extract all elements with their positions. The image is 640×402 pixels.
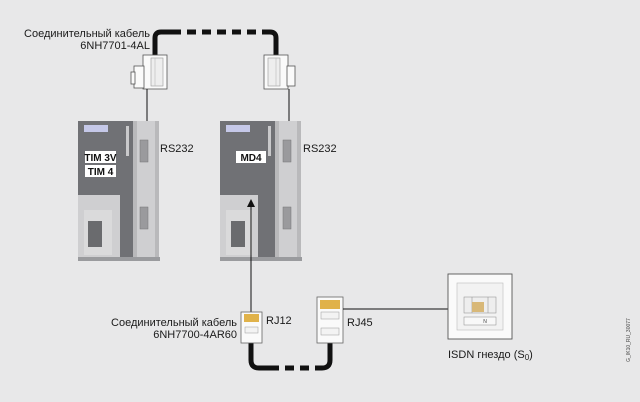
subd-connector-right [263,54,296,90]
isdn-socket [447,273,513,340]
rj45-plug [316,296,344,344]
tim-module [78,121,160,261]
subd-connector-left [130,54,168,90]
tim-module-label-line1: TIM 3V [84,153,117,164]
rj12-label: RJ12 [266,315,292,327]
tim-module-label-line2: TIM 4 [88,167,114,178]
rj12-plug [240,311,263,344]
isdn-cable [248,342,333,371]
rj45-label: RJ45 [347,317,373,329]
md4-module [220,121,302,261]
socket-mark: N [483,319,487,325]
tim-rs232-label: RS232 [160,143,194,155]
serial-cable [152,29,279,55]
figure-id: G_IK10_RU_30077 [626,318,632,362]
serial-cable-label-line2: 6NH7701-4AL [80,40,150,52]
isdn-socket-label: ISDN гнездо (S0) [448,349,533,362]
isdn-cable-label-line1: Соединительный кабель [111,317,237,329]
md4-module-label: MD4 [240,153,262,164]
md4-rs232-label: RS232 [303,143,337,155]
isdn-cable-label-line2: 6NH7700-4AR60 [153,329,237,341]
serial-cable-label-line1: Соединительный кабель [24,28,150,40]
